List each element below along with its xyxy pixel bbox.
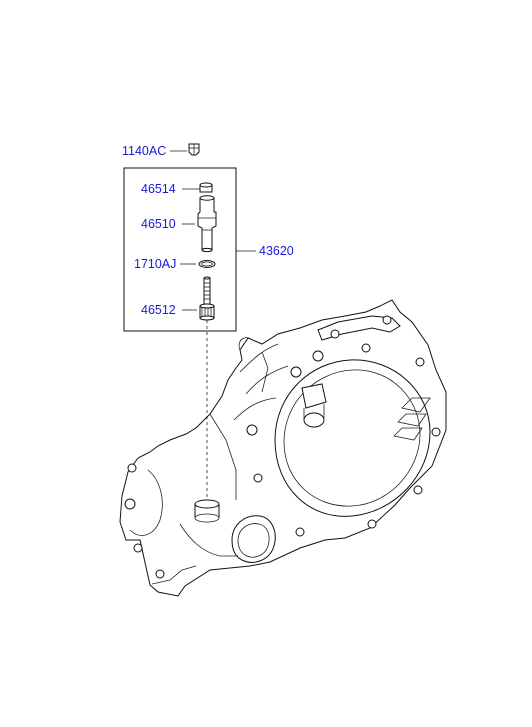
leader-lines [170, 150, 256, 311]
sensor-part [197, 195, 217, 253]
transaxle-housing [119, 299, 447, 597]
callout-assembly[interactable]: 43620 [259, 244, 294, 258]
assembly-box [123, 167, 237, 332]
callout-sensor[interactable]: 46510 [141, 217, 176, 231]
callout-gear[interactable]: 46512 [141, 303, 176, 317]
bolt-part [188, 143, 200, 156]
callout-cap[interactable]: 46514 [141, 182, 176, 196]
callout-oring[interactable]: 1710AJ [134, 257, 176, 271]
oring-inner [201, 261, 213, 267]
gear-part [199, 276, 215, 321]
cap-part [199, 182, 213, 193]
callout-bolt[interactable]: 1140AC [122, 144, 166, 158]
